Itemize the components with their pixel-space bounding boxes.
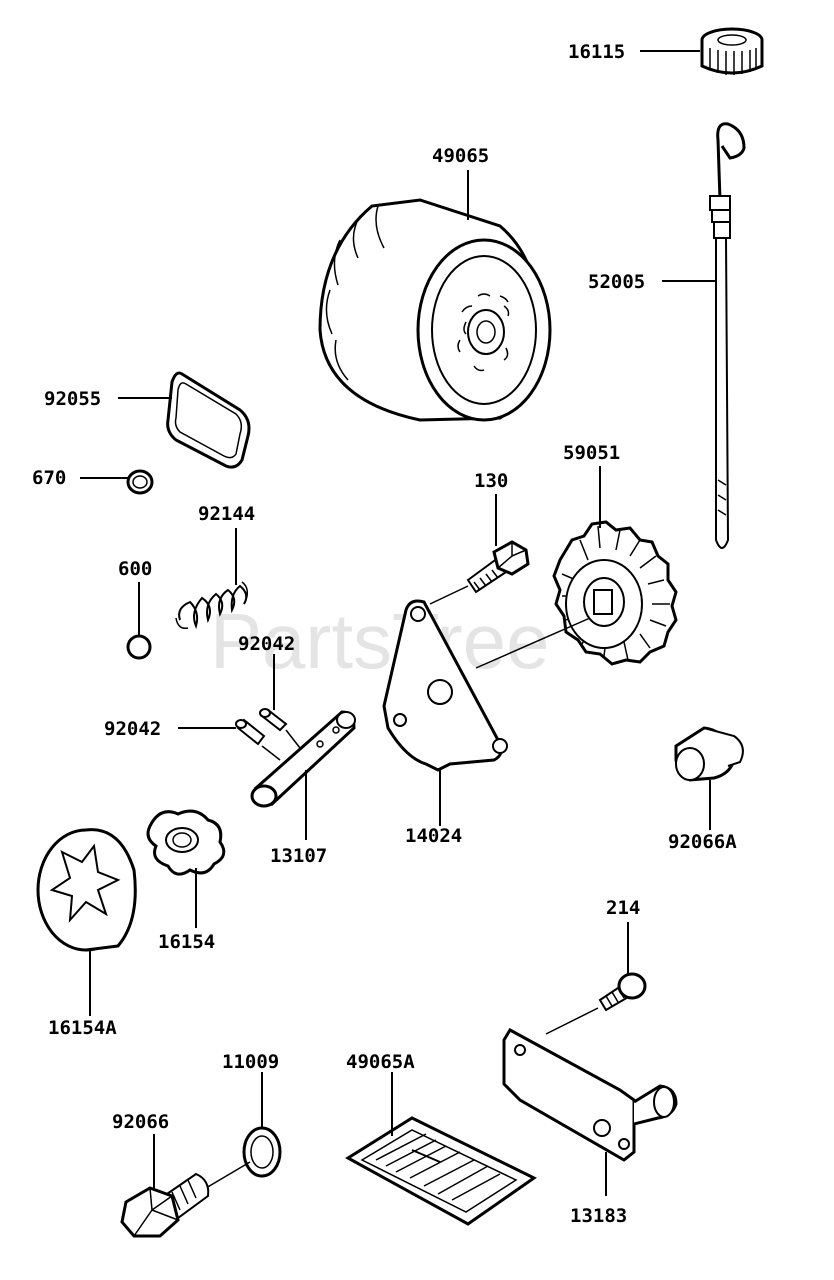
part-14024-plate[interactable]	[382, 599, 508, 772]
label-59051: 59051	[563, 442, 620, 464]
part-600-ball[interactable]	[126, 634, 152, 660]
part-52005-dipstick[interactable]	[709, 122, 746, 549]
part-92055-gasket[interactable]	[166, 371, 251, 469]
label-92066A: 92066A	[668, 831, 737, 853]
label-92066: 92066	[112, 1111, 169, 1133]
watermark: PartsTree	[210, 597, 550, 685]
label-92042-lower: 92042	[104, 718, 161, 740]
part-214-screw[interactable]	[598, 972, 647, 1012]
label-49065: 49065	[432, 145, 489, 167]
label-49065A: 49065A	[346, 1051, 415, 1073]
part-13107-shaft[interactable]	[250, 710, 356, 808]
part-92144-spring[interactable]	[175, 581, 249, 630]
label-16154A: 16154A	[48, 1017, 117, 1039]
label-16115: 16115	[568, 41, 625, 63]
label-16154: 16154	[158, 931, 215, 953]
part-59051-gear[interactable]	[552, 520, 678, 666]
part-92042-pin-lower[interactable]	[235, 718, 266, 746]
label-214: 214	[606, 897, 640, 919]
part-49065A-strainer[interactable]	[345, 1116, 537, 1226]
label-13183: 13183	[570, 1205, 627, 1227]
label-11009: 11009	[222, 1051, 279, 1073]
label-600: 600	[118, 558, 152, 580]
label-52005: 52005	[588, 271, 645, 293]
part-49065-oil-filter[interactable]	[318, 198, 552, 422]
part-92066-drain-bolt[interactable]	[120, 1172, 210, 1238]
part-670-o-ring[interactable]	[126, 469, 154, 495]
part-16154-inner-rotor[interactable]	[146, 809, 226, 876]
part-92066A-plug[interactable]	[674, 726, 744, 782]
label-13107: 13107	[270, 845, 327, 867]
label-670: 670	[32, 467, 66, 489]
part-16154A-outer-rotor[interactable]	[36, 828, 137, 952]
part-16115-cap[interactable]	[700, 27, 764, 75]
label-92144: 92144	[198, 503, 255, 525]
label-130: 130	[474, 470, 508, 492]
part-92042-pin-upper[interactable]	[259, 708, 288, 732]
part-11009-washer[interactable]	[242, 1126, 282, 1178]
label-92055: 92055	[44, 388, 101, 410]
part-13183-plate[interactable]	[502, 1027, 678, 1162]
label-14024: 14024	[405, 825, 462, 847]
part-130-bolt[interactable]	[466, 540, 530, 594]
label-92042-upper: 92042	[238, 633, 295, 655]
